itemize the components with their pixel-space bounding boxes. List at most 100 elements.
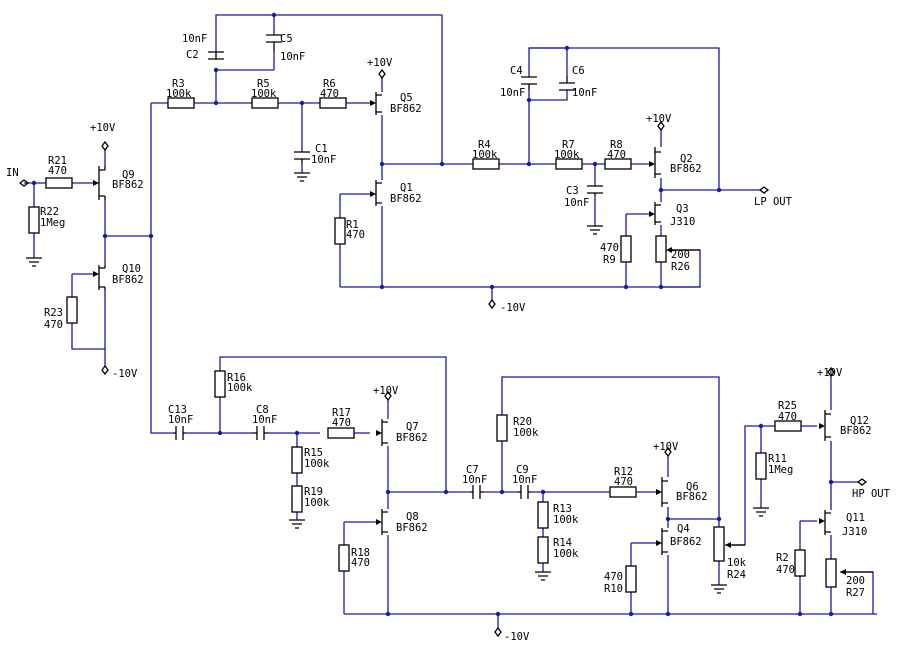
port-in-label: IN (6, 167, 19, 179)
r9-value-label: 470 (600, 242, 619, 254)
terminal-q9-pos (101, 140, 109, 152)
q6-ref-label: Q6 (686, 481, 699, 493)
resistor-r25 (774, 420, 802, 432)
q3-part-label: J310 (670, 216, 695, 228)
c8-ref-label: C8 (256, 404, 269, 416)
q3-ref-label: Q3 (676, 203, 689, 215)
c9-ref-label: C9 (516, 464, 529, 476)
c5-value-label: 10nF (280, 51, 305, 63)
rail-label: +10V (90, 122, 116, 134)
wires (24, 14, 877, 628)
resistor-r14 (537, 536, 549, 564)
rail-label: +10V (373, 385, 399, 397)
r8-ref-label: R8 (610, 139, 623, 151)
resistor-r24 (713, 526, 725, 562)
c3-value-label: 10nF (564, 197, 589, 209)
r16-value-label: 100k (227, 382, 253, 394)
r13-ref-label: R13 (553, 503, 572, 515)
q7-ref-label: Q7 (406, 421, 419, 433)
rail-label: -10V (504, 631, 530, 643)
r6-ref-label: R6 (323, 78, 336, 90)
r8-value-label: 470 (607, 149, 626, 161)
q11-ref-label: Q11 (846, 512, 865, 524)
c8-value-label: 10nF (252, 414, 277, 426)
r27-ref-label: R27 (846, 587, 865, 599)
q2-ref-label: Q2 (680, 153, 693, 165)
c4-ref-label: C4 (510, 65, 523, 77)
grounds (26, 172, 769, 594)
r12-value-label: 470 (614, 476, 633, 488)
resistor-r8 (604, 158, 632, 170)
resistor-r20 (496, 414, 508, 442)
r6-value-label: 470 (320, 88, 339, 100)
r12-ref-label: R12 (614, 466, 633, 478)
c1-ref-label: C1 (315, 143, 328, 155)
rail-label: -10V (112, 368, 138, 380)
q9-part-label: BF862 (112, 179, 144, 191)
q10-part-label: BF862 (112, 274, 144, 286)
r11-value-label: 1Meg (768, 464, 793, 476)
q11-part-label: J310 (842, 526, 867, 538)
r2-ref-label: R2 (776, 552, 789, 564)
resistor-r13 (537, 501, 549, 529)
r14-ref-label: R14 (553, 537, 572, 549)
c1-value-label: 10nF (311, 154, 336, 166)
resistor-r19 (291, 485, 303, 513)
q8-ref-label: Q8 (406, 511, 419, 523)
q7-part-label: BF862 (396, 432, 428, 444)
resistor-r4 (472, 158, 500, 170)
r19-value-label: 100k (304, 497, 330, 509)
r13-value-label: 100k (553, 514, 579, 526)
resistor-r12 (609, 486, 637, 498)
r23-value-label: 470 (44, 319, 63, 331)
q2-part-label: BF862 (670, 163, 702, 175)
port-lp-out-label: LP OUT (754, 196, 793, 208)
r25-value-label: 470 (778, 411, 797, 423)
resistor-r7 (555, 158, 583, 170)
r20-value-label: 100k (513, 427, 539, 439)
resistor-r10 (625, 565, 637, 593)
q12-part-label: BF862 (840, 425, 872, 437)
r17-ref-label: R17 (332, 407, 351, 419)
resistor-r11 (755, 452, 767, 480)
resistor-r5 (251, 97, 279, 109)
r18-value-label: 470 (351, 557, 370, 569)
c2-ref-label: C2 (186, 49, 199, 61)
c6-value-label: 10nF (572, 87, 597, 99)
resistor-r9 (620, 235, 632, 263)
r23-ref-label: R23 (44, 307, 63, 319)
c9-value-label: 10nF (512, 474, 537, 486)
r24-ref-label: R24 (727, 569, 746, 581)
rail-label: +10V (646, 113, 672, 125)
c13-value-label: 10nF (168, 414, 193, 426)
q10-ref-label: Q10 (122, 263, 141, 275)
c6-ref-label: C6 (572, 65, 585, 77)
junctions (31, 12, 834, 617)
r4-value-label: 100k (472, 149, 498, 161)
r20-ref-label: R20 (513, 416, 532, 428)
resistors (28, 97, 873, 593)
transistors (93, 92, 831, 555)
r3-ref-label: R3 (172, 78, 185, 90)
r22-ref-label: R22 (40, 206, 59, 218)
r17-value-label: 470 (332, 417, 351, 429)
c4-value-label: 10nF (500, 87, 525, 99)
resistor-r27 (825, 558, 837, 588)
r15-ref-label: R15 (304, 447, 323, 459)
r10-value-label: 470 (604, 571, 623, 583)
r25-ref-label: R25 (778, 400, 797, 412)
r1-ref-label: R1 (346, 219, 359, 231)
resistor-r23 (66, 296, 78, 324)
r24-value-label: 10k (727, 557, 747, 569)
port-hp-out-label: HP OUT (852, 488, 891, 500)
capacitors (173, 34, 603, 499)
r19-ref-label: R19 (304, 486, 323, 498)
r9-ref-label: R9 (603, 254, 616, 266)
q5-ref-label: Q5 (400, 92, 413, 104)
q8-part-label: BF862 (396, 522, 428, 534)
q4-ref-label: Q4 (677, 523, 690, 535)
rail-label: +10V (817, 367, 843, 379)
r11-ref-label: R11 (768, 453, 787, 465)
r5-value-label: 100k (251, 88, 277, 100)
